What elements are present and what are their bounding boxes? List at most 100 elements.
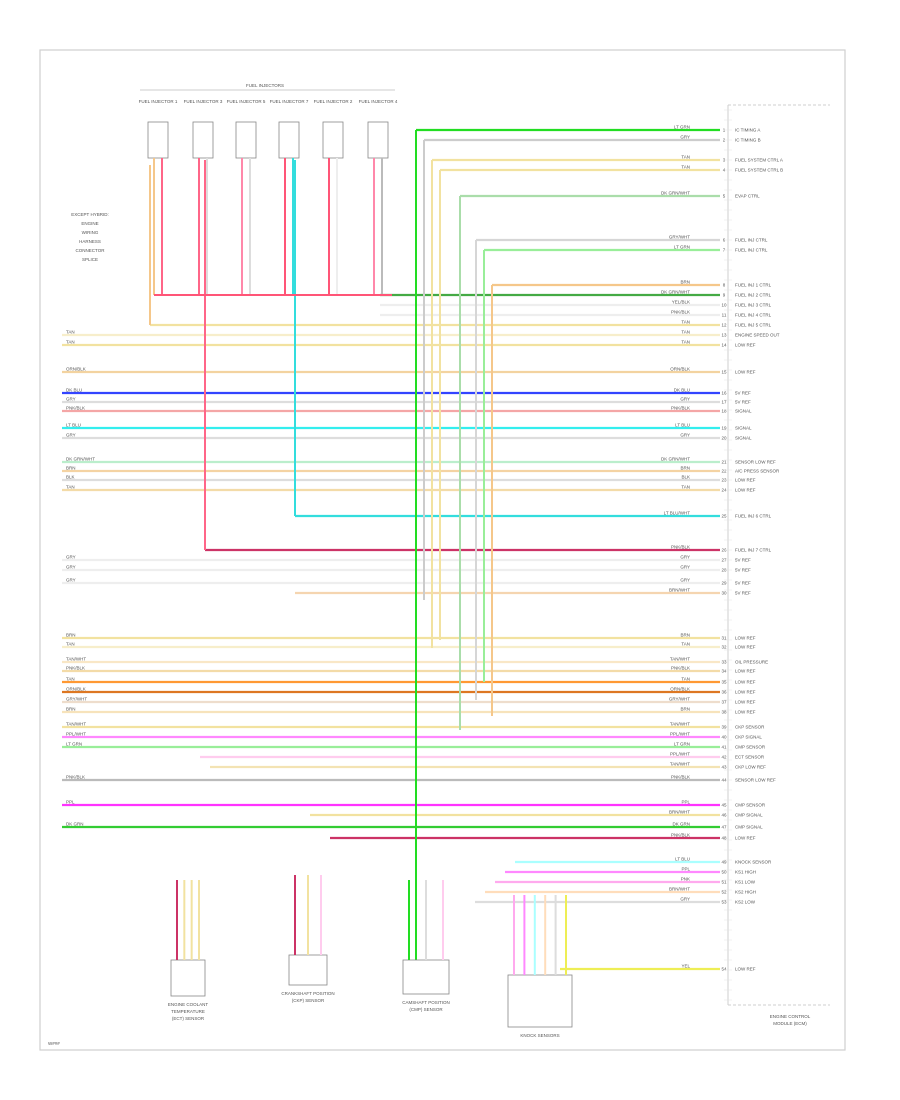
- component-label: CAMSHAFT POSITION: [402, 1000, 449, 1005]
- wire-color-label: LT BLU/WHT: [664, 511, 691, 516]
- wire-color-label: GRY: [680, 578, 690, 583]
- diagram-border: [39, 49, 846, 1051]
- ecm-pin: 13: [721, 333, 727, 338]
- wire-function: FUEL INJ 3 CTRL: [735, 303, 772, 308]
- fuel-injector-3: FUEL INJECTOR 5: [227, 99, 266, 295]
- wire-color-label: LT GRN: [674, 742, 690, 747]
- wire-color-label: DK GRN/WHT: [661, 290, 690, 295]
- wire-color-label: YEL/BLK: [672, 300, 690, 305]
- wire-color-label: TAN: [681, 677, 690, 682]
- wire-color-label: PNK/BLK: [671, 666, 690, 671]
- wire-color-label: PPL/WHT: [670, 732, 690, 737]
- wire-color-label: LT BLU: [675, 423, 690, 428]
- wire-color-label: GRY: [680, 565, 690, 570]
- wire-left-label: LT BLU: [66, 423, 81, 428]
- wire-left-label: TAN: [66, 642, 75, 647]
- wire-left-label: PNK/BLK: [66, 775, 85, 780]
- wire-left-label: TAN/WHT: [66, 722, 86, 727]
- component-label: KNOCK SENSORS: [520, 1033, 559, 1038]
- wire-function: IC TIMING A: [735, 128, 760, 133]
- wire-color-label: DK GRN/WHT: [661, 457, 690, 462]
- component-body: [288, 954, 328, 986]
- wire-color-label: GRY: [680, 135, 690, 140]
- wire-color-label: GRY: [680, 433, 690, 438]
- wire-color-label: BRN/WHT: [669, 810, 690, 815]
- component-3: KNOCK SENSORS: [507, 895, 573, 1038]
- wire-function: LOW REF: [735, 343, 756, 348]
- wire-color-label: TAN/WHT: [670, 657, 690, 662]
- component-label: TEMPERATURE: [171, 1009, 205, 1014]
- wire-color-label: TAN: [681, 320, 690, 325]
- wire-function: KS1 HIGH: [735, 870, 756, 875]
- wire-function: 5V REF: [735, 568, 751, 573]
- ecm-pin: 5: [723, 194, 726, 199]
- wire-color-label: PPL: [681, 800, 690, 805]
- wire-color-label: TAN/WHT: [670, 762, 690, 767]
- left-note-line: ENGINE: [81, 221, 98, 226]
- wire-function: FUEL INJ 5 CTRL: [735, 323, 772, 328]
- wire-function: LOW REF: [735, 488, 756, 493]
- component-label: ENGINE COOLANT: [168, 1002, 209, 1007]
- injector-label: FUEL INJECTOR 7: [270, 99, 309, 104]
- wire-color-label: BRN/WHT: [669, 588, 690, 593]
- ecm-pin: 34: [721, 669, 727, 674]
- left-note-line: SPLICE: [82, 257, 98, 262]
- wire-color-label: LT GRN: [674, 245, 690, 250]
- ecm-pin: 11: [722, 313, 727, 318]
- wire-left-label: BRN: [66, 633, 76, 638]
- ecm-pin: 37: [721, 700, 727, 705]
- wire-function: IC TIMING B: [735, 138, 761, 143]
- component-label: (CKP) SENSOR: [292, 998, 325, 1003]
- injector-label: FUEL INJECTOR 4: [359, 99, 398, 104]
- wire-left-label: ORN/BLK: [66, 687, 86, 692]
- ecm-label-1: ENGINE CONTROL: [770, 1014, 811, 1019]
- wire-left-label: BRN: [66, 707, 76, 712]
- ecm-pin: 36: [721, 690, 727, 695]
- wire-color-label: DK BLU: [674, 388, 690, 393]
- wire-left-label: DK GRN: [66, 822, 84, 827]
- wire-left-label: TAN: [66, 330, 75, 335]
- wire-function: LOW REF: [735, 710, 756, 715]
- injector-body: [278, 121, 300, 159]
- wire-color-label: TAN/WHT: [670, 722, 690, 727]
- wire-function: LOW REF: [735, 669, 756, 674]
- wire-color-label: GRY: [680, 555, 690, 560]
- ecm-pin: 21: [721, 460, 727, 465]
- wire-color-label: LT BLU: [675, 857, 690, 862]
- wire-color-label: GRY/WHT: [669, 697, 690, 702]
- ecm-pin: 25: [721, 514, 727, 519]
- wire-left-label: PPL/WHT: [66, 732, 86, 737]
- component-label: (ECT) SENSOR: [172, 1016, 205, 1021]
- ecm-pin: 42: [721, 755, 727, 760]
- wire-color-label: TAN: [681, 340, 690, 345]
- ecm-pin: 32: [721, 645, 727, 650]
- ecm-pin: 33: [721, 660, 727, 665]
- ecm-pin: 17: [721, 400, 727, 405]
- wire-left-label: GRY: [66, 433, 76, 438]
- wire-function: FUEL SYSTEM CTRL A: [735, 158, 783, 163]
- wire-color-label: TAN: [681, 155, 690, 160]
- wire-color-label: PPL: [681, 867, 690, 872]
